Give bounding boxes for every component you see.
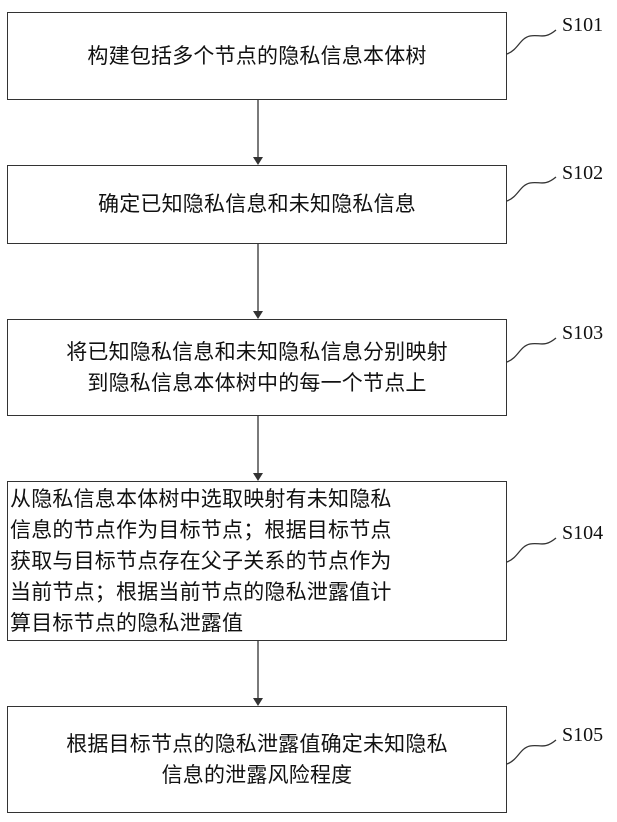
step-text-line: 算目标节点的隐私泄露值 bbox=[10, 608, 506, 639]
label-connector-s104 bbox=[507, 538, 556, 562]
label-connector-s102 bbox=[507, 177, 556, 201]
step-text-line: 确定已知隐私信息和未知隐私信息 bbox=[98, 189, 416, 220]
step-box-s104: 从隐私信息本体树中选取映射有未知隐私 信息的节点作为目标节点；根据目标节点 获取… bbox=[7, 481, 507, 641]
arrowhead-s102 bbox=[253, 157, 263, 165]
step-text-line: 从隐私信息本体树中选取映射有未知隐私 bbox=[10, 484, 506, 515]
step-box-s103: 将已知隐私信息和未知隐私信息分别映射 到隐私信息本体树中的每一个节点上 bbox=[7, 319, 507, 416]
step-text-s104: 从隐私信息本体树中选取映射有未知隐私 信息的节点作为目标节点；根据目标节点 获取… bbox=[8, 484, 506, 639]
step-box-s102: 确定已知隐私信息和未知隐私信息 bbox=[7, 165, 507, 244]
step-text-line: 根据目标节点的隐私泄露值确定未知隐私 bbox=[66, 729, 448, 760]
step-text-s105: 根据目标节点的隐私泄露值确定未知隐私 信息的泄露风险程度 bbox=[66, 729, 448, 791]
step-text-line: 获取与目标节点存在父子关系的节点作为 bbox=[10, 546, 506, 577]
label-connector-s101 bbox=[507, 30, 556, 54]
step-label-s104: S104 bbox=[562, 522, 603, 545]
step-label-s101: S101 bbox=[562, 14, 603, 37]
step-label-s103: S103 bbox=[562, 322, 603, 345]
step-label-s102: S102 bbox=[562, 162, 603, 185]
arrowhead-s103 bbox=[253, 311, 263, 319]
step-text-line: 构建包括多个节点的隐私信息本体树 bbox=[87, 41, 426, 72]
step-text-s103: 将已知隐私信息和未知隐私信息分别映射 到隐私信息本体树中的每一个节点上 bbox=[66, 337, 448, 399]
label-connector-s103 bbox=[507, 338, 556, 362]
step-text-s101: 构建包括多个节点的隐私信息本体树 bbox=[87, 41, 426, 72]
step-text-line: 到隐私信息本体树中的每一个节点上 bbox=[66, 368, 448, 399]
arrowhead-s105 bbox=[253, 698, 263, 706]
step-text-line: 当前节点；根据当前节点的隐私泄露值计 bbox=[10, 577, 506, 608]
label-connector-s105 bbox=[507, 740, 556, 764]
step-box-s101: 构建包括多个节点的隐私信息本体树 bbox=[7, 12, 507, 100]
step-box-s105: 根据目标节点的隐私泄露值确定未知隐私 信息的泄露风险程度 bbox=[7, 706, 507, 813]
step-text-line: 将已知隐私信息和未知隐私信息分别映射 bbox=[66, 337, 448, 368]
step-label-s105: S105 bbox=[562, 724, 603, 747]
step-text-s102: 确定已知隐私信息和未知隐私信息 bbox=[98, 189, 416, 220]
step-text-line: 信息的泄露风险程度 bbox=[66, 760, 448, 791]
step-text-line: 信息的节点作为目标节点；根据目标节点 bbox=[10, 515, 506, 546]
arrowhead-s104 bbox=[253, 473, 263, 481]
